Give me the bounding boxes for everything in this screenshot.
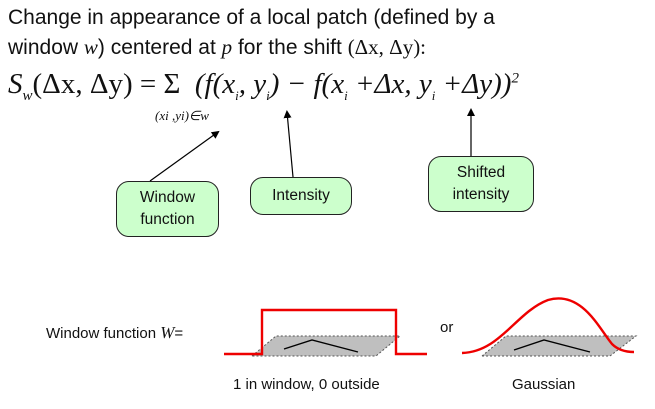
formula-body-e: +Δy))	[435, 68, 512, 100]
shifted-intensity-bubble-label: Shifted intensity	[452, 164, 510, 203]
box-window-patch	[250, 335, 402, 357]
formula-body-a: (f(x	[194, 68, 236, 100]
gaussian-caption: Gaussian	[512, 376, 576, 393]
window-function-bubble: Window function	[116, 181, 219, 237]
window-function-label-text: Window function	[46, 325, 161, 342]
window-function-label-var: W	[160, 323, 175, 342]
formula-body-c: ) − f(x	[269, 68, 345, 100]
window-function-bubble-label: Window function	[139, 189, 196, 228]
gaussian-window-curve	[461, 297, 635, 355]
title-text-2a: window	[8, 36, 84, 59]
box-window-curve	[224, 308, 427, 356]
formula-s-sub: w	[22, 87, 33, 104]
title-var-w: w	[83, 35, 98, 59]
window-function-label: Window function W=	[46, 323, 183, 343]
formula-sub-4: i	[431, 87, 436, 103]
formula-lhs-args: (Δx, Δy) =	[32, 68, 164, 100]
title-shift: (Δx, Δy):	[347, 35, 427, 59]
title-line-2: window w) centered at p for the shift (Δ…	[8, 35, 426, 60]
formula-body-b: , y	[238, 68, 267, 100]
title-var-p: p	[221, 35, 233, 59]
formula-exponent: 2	[511, 70, 519, 87]
title-line-1: Change in appearance of a local patch (d…	[8, 6, 495, 30]
intensity-arrow	[283, 110, 294, 178]
title-text-2b: ) centered at	[97, 36, 222, 59]
formula: Sw(Δx, Δy) = Σ (f(xi, yi) − f(xi +Δx, yi…	[8, 68, 519, 105]
formula-sum-sign: Σ	[163, 68, 181, 100]
window-function-label-eq: =	[174, 325, 184, 342]
gaussian-window-patch	[480, 335, 638, 357]
formula-sub-1: i	[235, 87, 239, 103]
shifted-intensity-bubble: Shifted intensity	[428, 156, 534, 212]
formula-sub-3: i	[344, 87, 348, 103]
window-function-arrow	[149, 130, 220, 182]
formula-s: S	[8, 68, 23, 100]
title-text-2c: for the shift	[232, 36, 348, 59]
intensity-bubble-label: Intensity	[272, 187, 330, 204]
box-window-caption: 1 in window, 0 outside	[233, 376, 380, 393]
formula-body-d: +Δx, y	[347, 68, 432, 100]
title-text-1: Change in appearance of a local patch (d…	[8, 6, 495, 29]
intensity-bubble: Intensity	[250, 177, 352, 215]
sum-subscript: (xi ,yi)∈w	[155, 108, 209, 123]
or-label: or	[440, 319, 454, 336]
formula-sub-2: i	[266, 87, 270, 103]
